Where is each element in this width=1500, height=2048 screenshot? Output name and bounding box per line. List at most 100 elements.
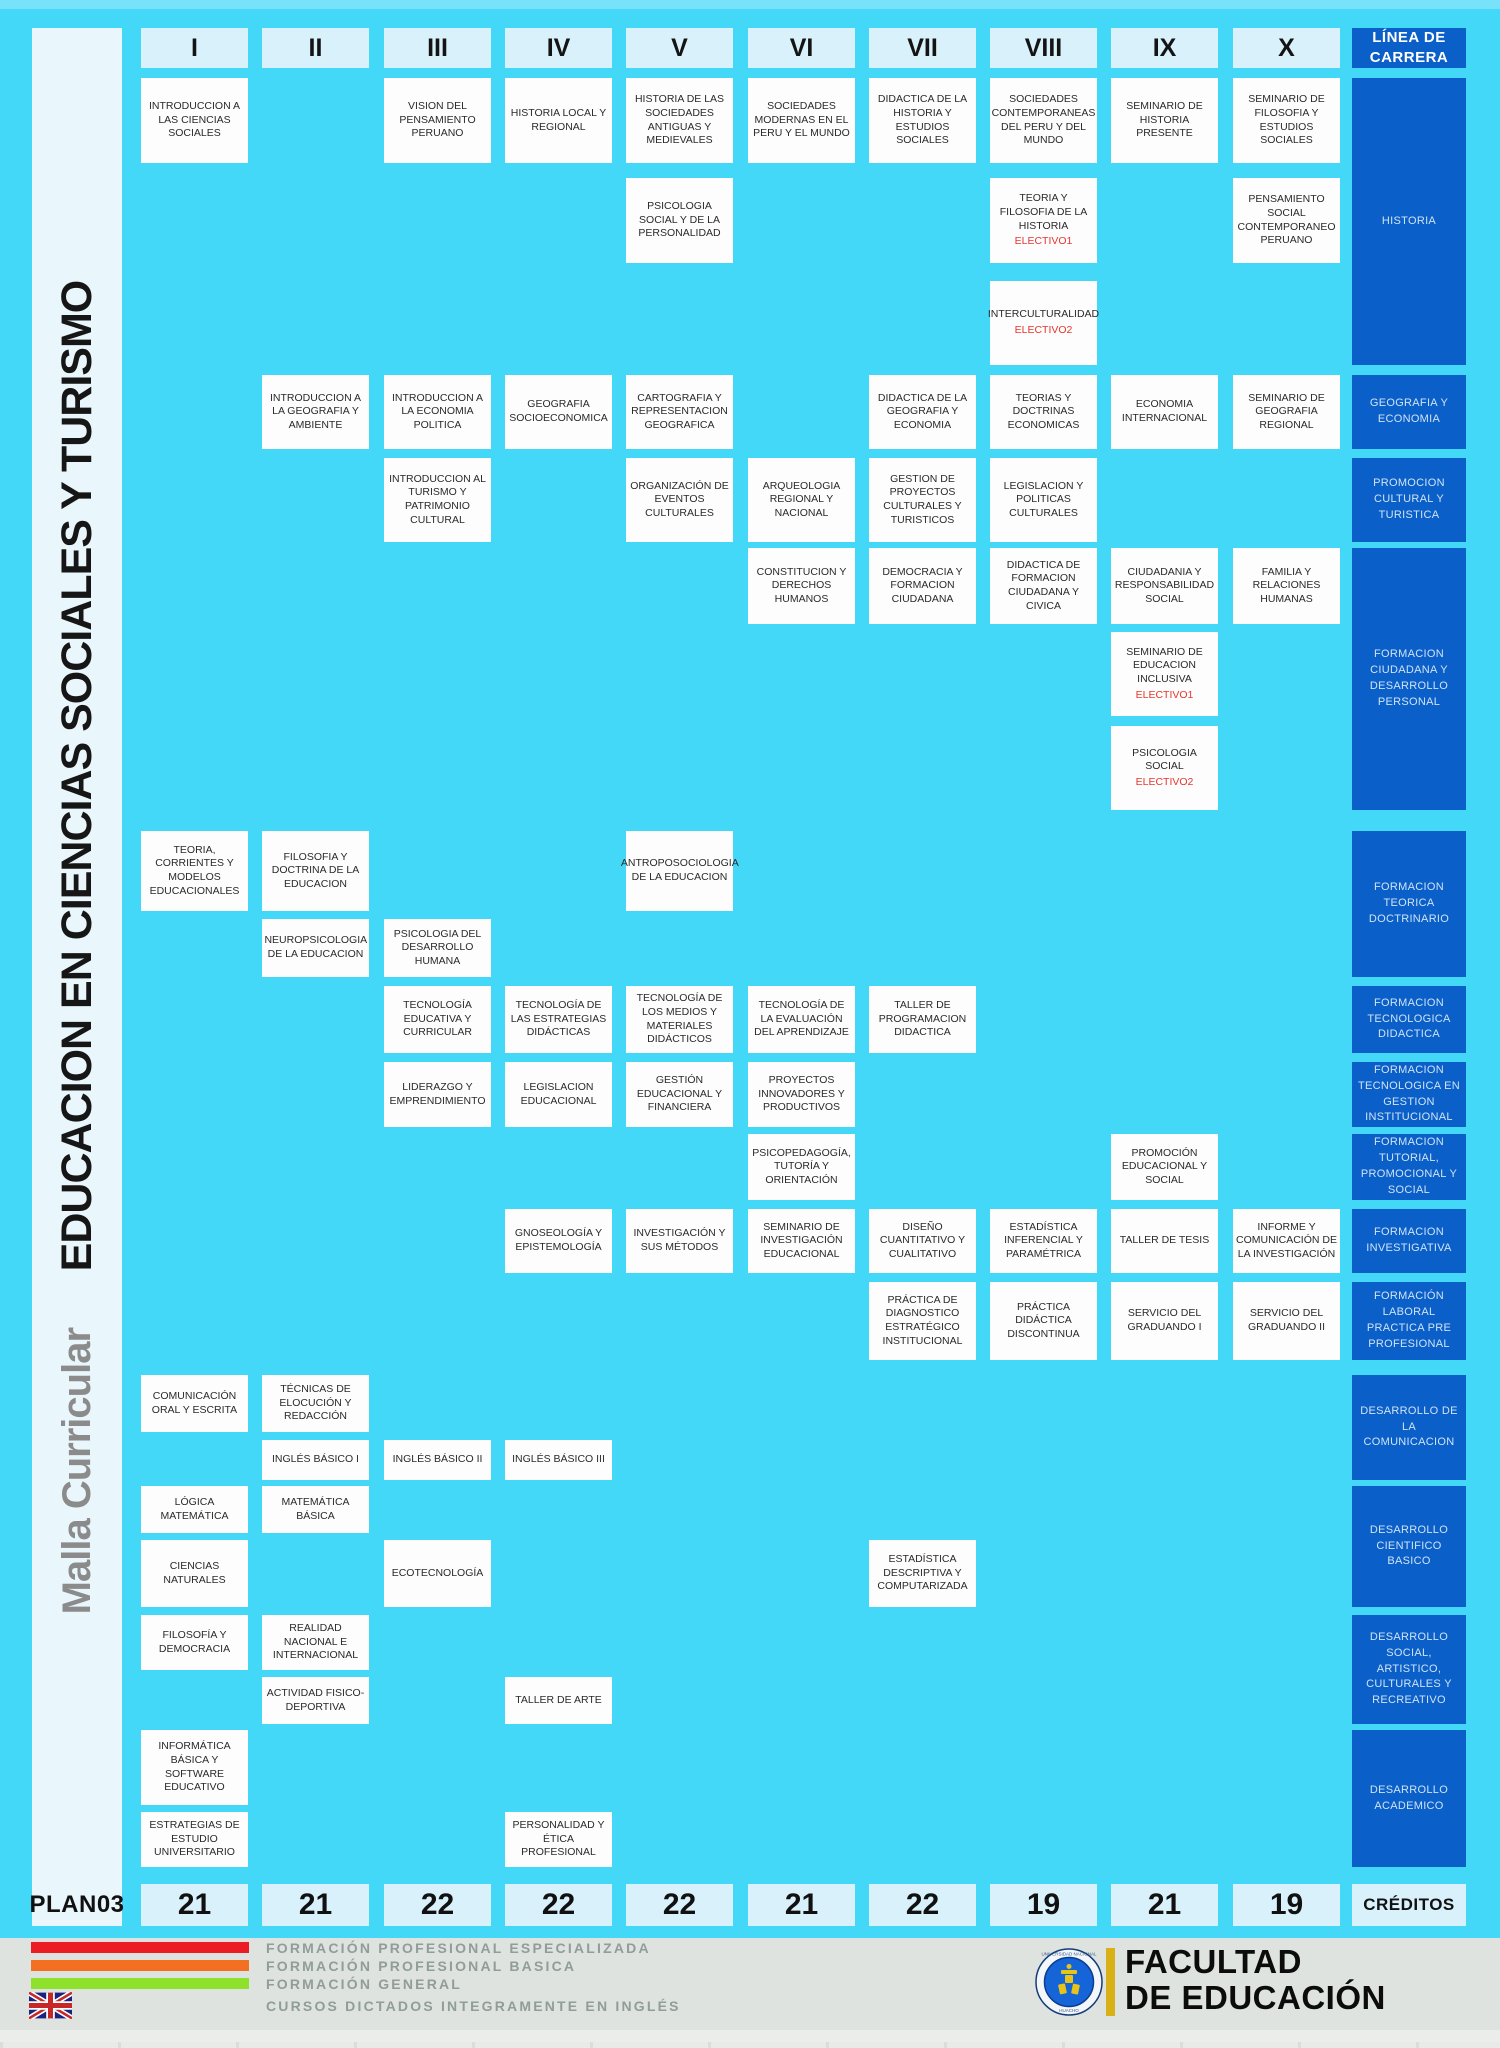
- course-card: INTRODUCCION A LA ECONOMIA POLITICA: [384, 375, 491, 449]
- course-card: SEMINARIO DE FILOSOFIA Y ESTUDIOS SOCIAL…: [1233, 78, 1340, 163]
- course-title: LEGISLACION EDUCACIONAL: [520, 1080, 597, 1107]
- course-title: ESTRATEGIAS DE ESTUDIO UNIVERSITARIO: [149, 1819, 240, 1859]
- credits-value-cell: 21: [748, 1884, 855, 1926]
- course-card: CIENCIAS NATURALES: [141, 1540, 248, 1607]
- course-title: CIUDADANIA Y RESPONSABILIDAD SOCIAL: [1114, 565, 1215, 605]
- career-line-category: PROMOCION CULTURAL Y TURISTICA: [1352, 458, 1466, 542]
- semester-header-VI: VI: [748, 28, 855, 68]
- course-title: SEMINARIO DE FILOSOFIA Y ESTUDIOS SOCIAL…: [1248, 93, 1325, 147]
- course-card: GESTIÓN EDUCACIONAL Y FINANCIERA: [626, 1062, 733, 1127]
- course-card: TÉCNICAS DE ELOCUCIÓN Y REDACCIÓN: [262, 1375, 369, 1432]
- course-title: ECOTECNOLOGÍA: [391, 1566, 484, 1579]
- career-line-category: FORMACION TEORICA DOCTRINARIO: [1352, 831, 1466, 977]
- course-title: TALLER DE PROGRAMACION DIDACTICA: [878, 999, 967, 1039]
- elective-label: ELECTIVO2: [1014, 324, 1073, 336]
- course-title: SEMINARIO DE HISTORIA PRESENTE: [1126, 100, 1203, 140]
- legend-label: FORMACIÓN PROFESIONAL BASICA: [266, 1958, 577, 1974]
- course-title: PROMOCIÓN EDUCACIONAL Y SOCIAL: [1121, 1146, 1208, 1186]
- course-title: PSICOLOGIA DEL DESARROLLO HUMANA: [393, 927, 482, 967]
- legend-label: FORMACIÓN GENERAL: [266, 1976, 463, 1992]
- course-title: PSICOPEDAGOGÍA, TUTORÍA Y ORIENTACIÓN: [752, 1146, 851, 1186]
- course-title: LIDERAZGO Y EMPRENDIMIENTO: [389, 1080, 486, 1107]
- course-card: REALIDAD NACIONAL E INTERNACIONAL: [262, 1615, 369, 1670]
- career-line-category: FORMACION INVESTIGATIVA: [1352, 1209, 1466, 1273]
- credits-value-cell: 21: [141, 1884, 248, 1926]
- course-card: CONSTITUCION Y DERECHOS HUMANOS: [748, 548, 855, 624]
- course-card: GNOSEOLOGÍA Y EPISTEMOLOGÍA: [505, 1209, 612, 1273]
- credits-label-cell: CRÉDITOS: [1352, 1884, 1466, 1926]
- course-card: PERSONALIDAD Y ÉTICA PROFESIONAL: [505, 1812, 612, 1867]
- course-title: INTERCULTURALIDAD: [987, 308, 1100, 321]
- course-title: INGLÉS BÁSICO I: [272, 1453, 359, 1466]
- course-card: PSICOLOGIA SOCIAL Y DE LA PERSONALIDAD: [626, 178, 733, 263]
- plan-label: PLAN03: [29, 1891, 125, 1918]
- course-card: TEORIA, CORRIENTES Y MODELOS EDUCACIONAL…: [141, 831, 248, 911]
- course-card: SEMINARIO DE INVESTIGACIÓN EDUCACIONAL: [748, 1209, 855, 1273]
- course-title: HISTORIA DE LAS SOCIEDADES ANTIGUAS Y ME…: [634, 93, 725, 147]
- course-card: ACTIVIDAD FISICO-DEPORTIVA: [262, 1677, 369, 1724]
- course-card: LEGISLACION Y POLITICAS CULTURALES: [990, 458, 1097, 542]
- course-title: FILOSOFÍA Y DEMOCRACIA: [158, 1628, 231, 1655]
- semester-header-II: II: [262, 28, 369, 68]
- course-title: ARQUEOLOGIA REGIONAL Y NACIONAL: [762, 479, 841, 519]
- course-title: PERSONALIDAD Y ÉTICA PROFESIONAL: [512, 1819, 605, 1859]
- course-card: TECNOLOGÍA EDUCATIVA Y CURRICULAR: [384, 986, 491, 1053]
- career-line-category: FORMACION CIUDADANA Y DESARROLLO PERSONA…: [1352, 548, 1466, 810]
- course-title: TECNOLOGÍA DE LOS MEDIOS Y MATERIALES DI…: [636, 992, 723, 1046]
- career-line-category: GEOGRAFIA Y ECONOMIA: [1352, 375, 1466, 449]
- course-card: ANTROPOSOCIOLOGIA DE LA EDUCACION: [621, 831, 739, 911]
- legend-label: FORMACIÓN PROFESIONAL ESPECIALIZADA: [266, 1940, 651, 1956]
- course-title: CONSTITUCION Y DERECHOS HUMANOS: [756, 565, 847, 605]
- course-title: ANTROPOSOCIOLOGIA DE LA EDUCACION: [620, 857, 739, 883]
- career-line-category: DESARROLLO CIENTIFICO BASICO: [1352, 1486, 1466, 1607]
- career-line-category: FORMACION TECNOLOGICA DIDACTICA: [1352, 986, 1466, 1053]
- course-card: SOCIEDADES MODERNAS EN EL PERU Y EL MUND…: [748, 78, 855, 163]
- legend-color-bar: [31, 1960, 249, 1971]
- course-title: ACTIVIDAD FISICO-DEPORTIVA: [266, 1686, 365, 1713]
- course-title: INFORME Y COMUNICACIÓN DE LA INVESTIGACI…: [1236, 1220, 1337, 1260]
- course-title: MATEMÁTICA BÁSICA: [281, 1495, 350, 1522]
- semester-header-X: X: [1233, 28, 1340, 68]
- course-card: INVESTIGACIÓN Y SUS MÉTODOS: [626, 1209, 733, 1273]
- course-title: DIDACTICA DE LA HISTORIA Y ESTUDIOS SOCI…: [877, 93, 968, 147]
- course-title: TEORIA, CORRIENTES Y MODELOS EDUCACIONAL…: [149, 843, 240, 897]
- course-card: ESTADÍSTICA INFERENCIAL Y PARAMÉTRICA: [990, 1209, 1097, 1273]
- career-line-category: DESARROLLO SOCIAL, ARTISTICO, CULTURALES…: [1352, 1615, 1466, 1724]
- semester-header-IX: IX: [1111, 28, 1218, 68]
- course-card: VISION DEL PENSAMIENTO PERUANO: [384, 78, 491, 163]
- course-card: SEMINARIO DE HISTORIA PRESENTE: [1111, 78, 1218, 163]
- course-title: SOCIEDADES CONTEMPORANEAS DEL PERU Y DEL…: [991, 93, 1096, 147]
- course-card: DISEÑO CUANTITATIVO Y CUALITATIVO: [869, 1209, 976, 1273]
- course-card: CIUDADANIA Y RESPONSABILIDAD SOCIAL: [1111, 548, 1218, 624]
- uk-flag-icon: [29, 1992, 72, 2019]
- course-title: GESTIÓN EDUCACIONAL Y FINANCIERA: [636, 1074, 723, 1114]
- course-title: HISTORIA LOCAL Y REGIONAL: [510, 106, 607, 133]
- course-title: DIDACTICA DE FORMACION CIUDADANA Y CIVIC…: [1006, 558, 1081, 612]
- course-card: ECOTECNOLOGÍA: [384, 1540, 491, 1607]
- course-card: DIDACTICA DE LA HISTORIA Y ESTUDIOS SOCI…: [869, 78, 976, 163]
- course-title: PENSAMIENTO SOCIAL CONTEMPORANEO PERUANO: [1237, 193, 1336, 247]
- course-title: SERVICIO DEL GRADUANDO I: [1127, 1307, 1202, 1333]
- course-card: DIDACTICA DE LA GEOGRAFIA Y ECONOMIA: [869, 375, 976, 449]
- course-card: PSICOPEDAGOGÍA, TUTORÍA Y ORIENTACIÓN: [748, 1134, 855, 1200]
- course-title: COMUNICACIÓN ORAL Y ESCRITA: [151, 1389, 238, 1416]
- course-card: PROYECTOS INNOVADORES Y PRODUCTIVOS: [748, 1062, 855, 1127]
- course-title: SEMINARIO DE GEOGRAFIA REGIONAL: [1248, 391, 1325, 431]
- course-card: MATEMÁTICA BÁSICA: [262, 1486, 369, 1533]
- credits-value-cell: 22: [384, 1884, 491, 1926]
- course-card: ARQUEOLOGIA REGIONAL Y NACIONAL: [748, 458, 855, 542]
- course-card: INFORME Y COMUNICACIÓN DE LA INVESTIGACI…: [1233, 1209, 1340, 1273]
- course-title: CIENCIAS NATURALES: [163, 1559, 226, 1586]
- semester-header-V: V: [626, 28, 733, 68]
- course-card: INTRODUCCION A LAS CIENCIAS SOCIALES: [141, 78, 248, 163]
- course-title: PSICOLOGIA SOCIAL Y DE LA PERSONALIDAD: [638, 200, 721, 240]
- career-line-category: HISTORIA: [1352, 78, 1466, 365]
- course-card: LÓGICA MATEMÁTICA: [141, 1486, 248, 1533]
- credits-value-cell: 21: [1111, 1884, 1218, 1926]
- course-title: PSICOLOGIA SOCIAL: [1132, 746, 1197, 773]
- course-card: LEGISLACION EDUCACIONAL: [505, 1062, 612, 1127]
